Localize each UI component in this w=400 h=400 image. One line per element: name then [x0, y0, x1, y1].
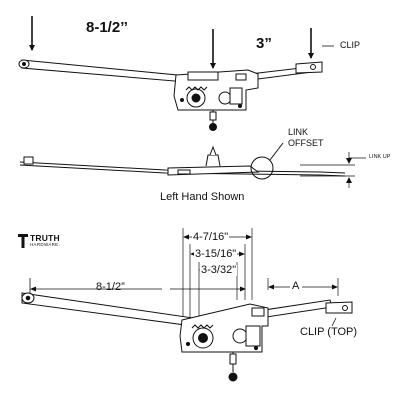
dim-a-label: A — [292, 280, 300, 292]
caption: Left Hand Shown — [160, 191, 245, 203]
clip-top-label: CLIP (TOP) — [300, 326, 358, 338]
side-view — [19, 142, 366, 188]
top-length-label: 8-1/2’’ — [86, 19, 128, 36]
truth-hardware-logo: TRUTH HARDWARE. — [18, 233, 70, 249]
link-up-dimension — [300, 152, 366, 188]
bottom-length-label: 8-1/2” — [96, 281, 125, 293]
link-up-label: LINK UP — [369, 154, 391, 160]
dim-4-7-16-label: 4-7/16" — [192, 231, 230, 243]
top-offset-label: 3” — [256, 35, 272, 52]
top-long-arm — [18, 59, 199, 84]
bottom-view — [21, 228, 353, 382]
bottom-operator-body — [179, 303, 269, 382]
link-offset-circle — [250, 142, 284, 180]
clip-label: CLIP — [340, 40, 361, 50]
logo-mark-icon — [18, 234, 28, 248]
top-operator-body — [173, 69, 259, 131]
bottom-long-arm — [21, 292, 201, 328]
link-offset-label-line2: OFFSET — [288, 138, 324, 148]
side-operator-body — [167, 145, 260, 176]
logo-word: TRUTH — [30, 233, 60, 243]
logo-sub: HARDWARE. — [30, 242, 61, 247]
dim-3-15-16-label: 3-15/16" — [194, 248, 238, 260]
link-offset-label-line1: LINK — [288, 127, 309, 137]
clip-top-leader — [331, 317, 337, 327]
dim-3-3-32-label: 3-3/32" — [200, 264, 238, 276]
top-view — [18, 16, 323, 131]
